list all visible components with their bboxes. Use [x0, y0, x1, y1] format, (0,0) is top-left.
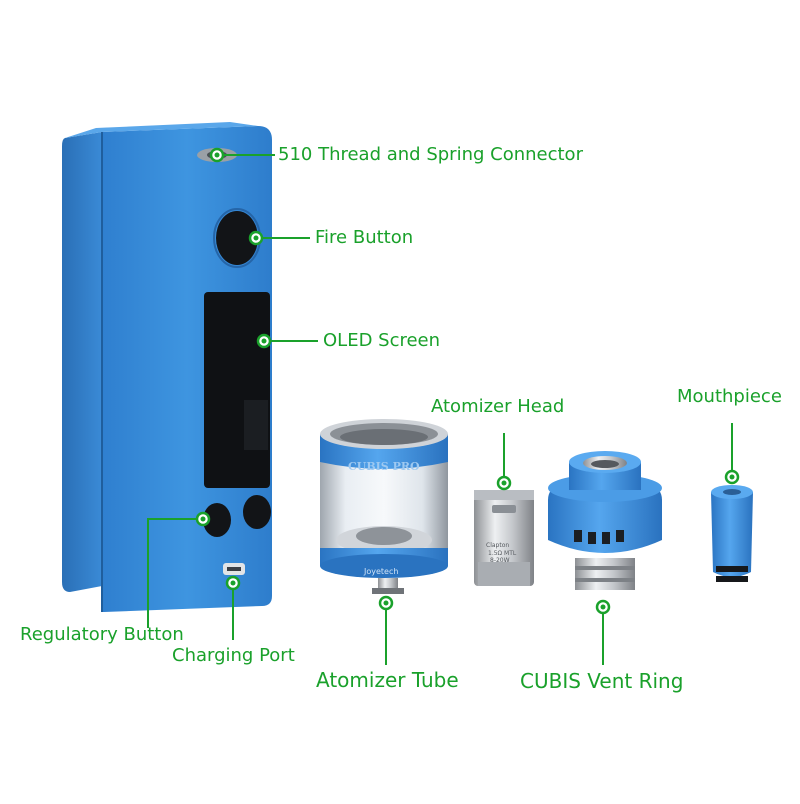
marker-fire	[248, 230, 264, 246]
marker-regulatory	[195, 511, 211, 527]
leader-lines	[147, 154, 733, 665]
box-mod	[62, 122, 272, 612]
mouthpiece	[711, 485, 753, 582]
box-mod-side	[62, 132, 102, 592]
cubis-vent-ring	[548, 451, 662, 590]
marker-charging	[225, 575, 241, 591]
box-mod-top-edge	[65, 122, 258, 138]
label-atomizer-head: Atomizer Head	[431, 396, 565, 417]
label-fire-button: Fire Button	[315, 227, 414, 248]
marker-thread	[209, 147, 225, 163]
svg-text:8-20W: 8-20W	[490, 557, 510, 564]
fire-button	[216, 211, 258, 265]
label-cubis-vent-ring: CUBIS Vent Ring	[520, 669, 684, 693]
marker-dots	[195, 147, 740, 615]
tube-brand-mark: Joyetech	[363, 567, 398, 576]
label-510-thread-spring-connector: 510 Thread and Spring Connector	[278, 144, 583, 165]
label-mouthpiece: Mouthpiece	[677, 386, 782, 407]
adjust-button-minus	[203, 503, 231, 537]
oled-screen	[204, 292, 270, 488]
label-charging-port: Charging Port	[172, 645, 295, 666]
label-atomizer-tube: Atomizer Tube	[316, 668, 459, 692]
marker-oled	[256, 333, 272, 349]
svg-text:Clapton: Clapton	[486, 542, 509, 549]
label-regulatory-button: Regulatory Button	[20, 624, 184, 645]
atomizer-tube: Joyetech CUBIS PRO	[320, 419, 448, 594]
marker-vent-ring	[595, 599, 611, 615]
label-oled-screen: OLED Screen	[323, 330, 441, 351]
svg-text:1.5Ω MTL: 1.5Ω MTL	[488, 550, 517, 557]
marker-mouthpiece	[724, 469, 740, 485]
atomizer-head: Clapton 1.5Ω MTL 8-20W	[474, 490, 534, 586]
tube-engraving: CUBIS PRO	[348, 460, 420, 473]
adjust-button-plus	[243, 495, 271, 529]
marker-atomizer-head	[496, 475, 512, 491]
marker-atomizer-tube	[378, 595, 394, 611]
